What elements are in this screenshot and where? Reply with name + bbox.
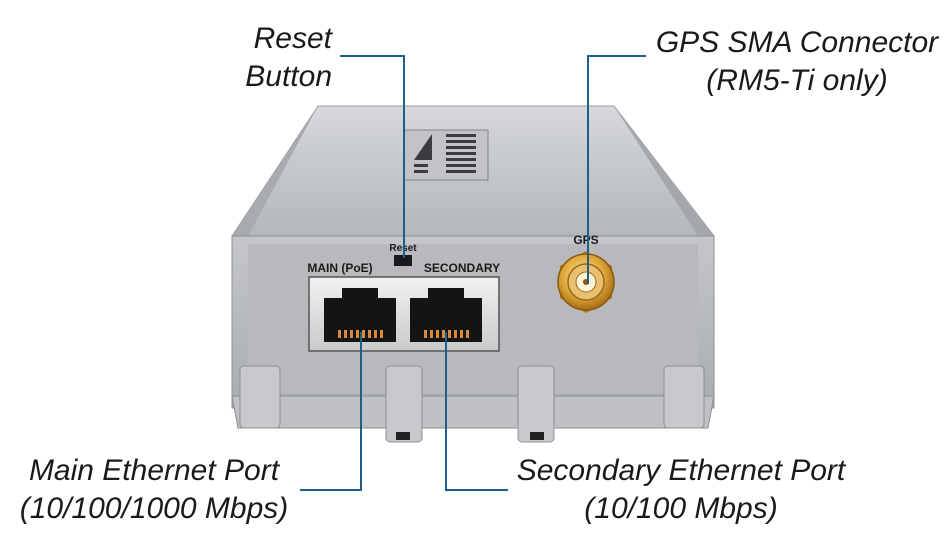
- callout-secondary-ethernet-port: Secondary Ethernet Port (10/100 Mbps): [508, 452, 854, 528]
- callout-gps-line1: GPS SMA Connector: [655, 26, 939, 59]
- panel-label-main: MAIN (PoE): [307, 261, 372, 275]
- leader-reset: [340, 55, 405, 258]
- leader-lines: [300, 55, 646, 491]
- foot-slot-right: [530, 432, 544, 440]
- leader-main-port: [300, 332, 362, 491]
- foot-right: [663, 365, 705, 429]
- housing-bottom-flange: [231, 395, 715, 429]
- foot-slot-left: [396, 432, 410, 440]
- top-label-marks: [414, 134, 476, 173]
- secondary-ethernet-port: [410, 288, 482, 342]
- leader-gps: [587, 55, 646, 284]
- leader-secondary-port: [445, 332, 508, 491]
- callout-reset-button: Reset Button: [210, 20, 332, 96]
- foot-center-left: [385, 365, 423, 443]
- foot-center-right: [517, 365, 555, 443]
- callout-main-line2: (10/100/1000 Mbps): [19, 492, 289, 525]
- callout-main-ethernet-port: Main Ethernet Port (10/100/1000 Mbps): [4, 452, 304, 528]
- callout-gps-line2: (RM5-Ti only): [706, 64, 888, 97]
- callout-secondary-line2: (10/100 Mbps): [584, 492, 778, 525]
- callout-gps-connector: GPS SMA Connector (RM5-Ti only): [652, 24, 942, 100]
- callout-reset-line1: Reset: [253, 22, 332, 55]
- panel-label-secondary: SECONDARY: [424, 261, 500, 275]
- callout-main-line1: Main Ethernet Port: [28, 454, 280, 487]
- foot-left: [239, 365, 281, 429]
- main-ethernet-port: [324, 288, 396, 342]
- panel-label-gps: GPS: [573, 233, 598, 247]
- callout-reset-line2: Button: [245, 60, 332, 93]
- reset-button: [394, 255, 412, 266]
- callout-secondary-line1: Secondary Ethernet Port: [516, 454, 846, 487]
